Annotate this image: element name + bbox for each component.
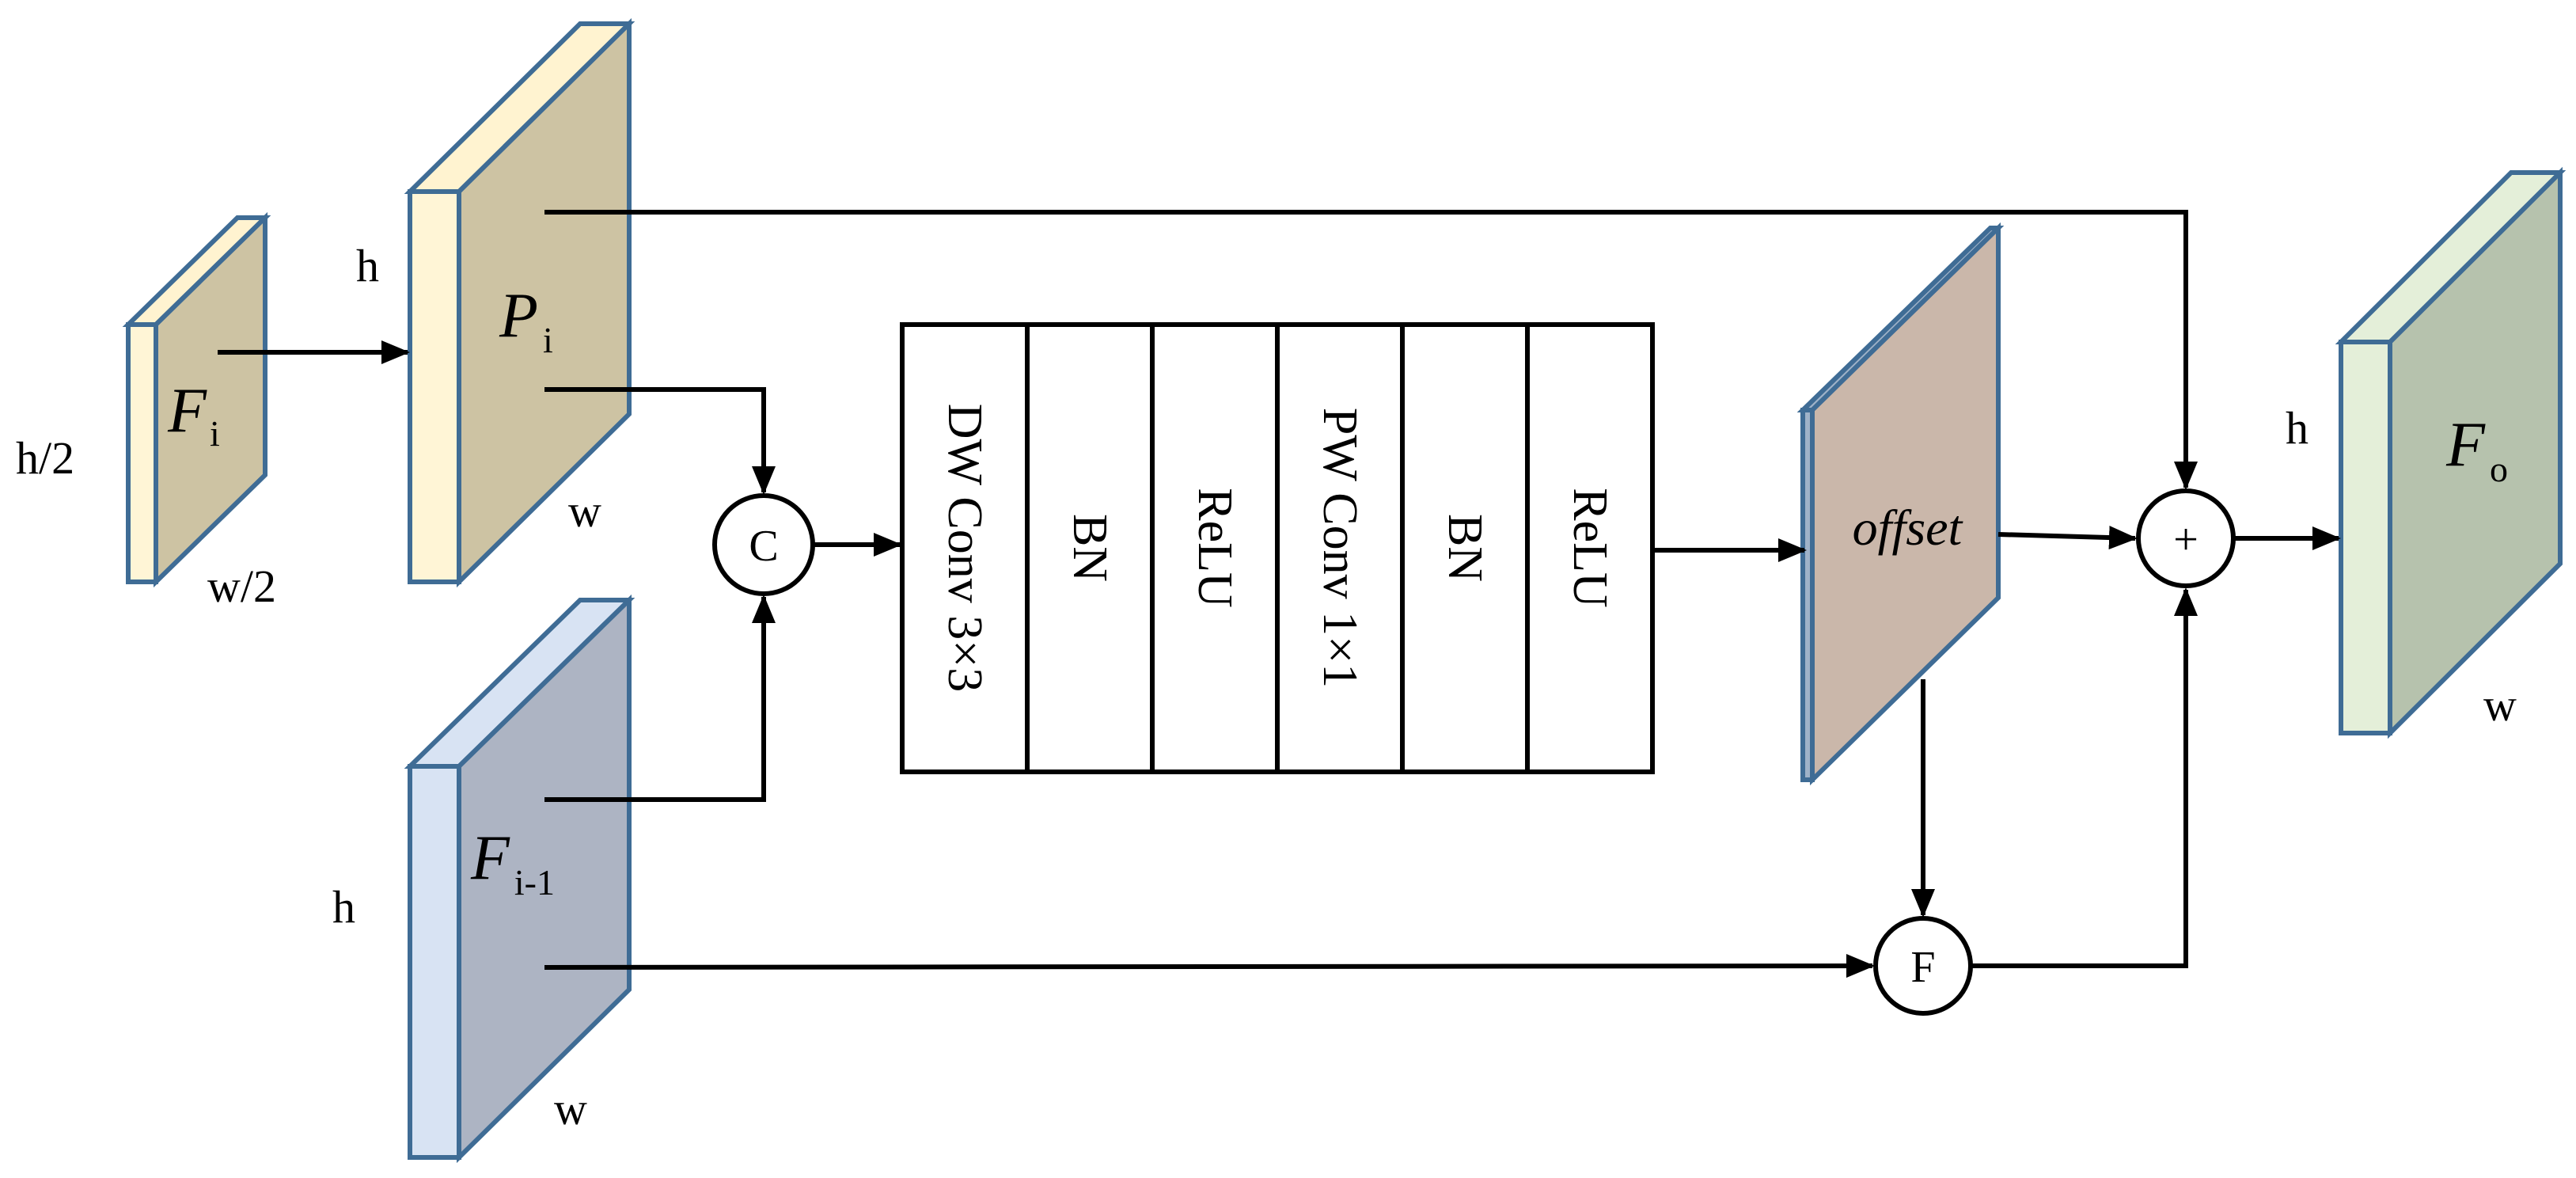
- fuse-symbol: F: [1910, 943, 1935, 992]
- tensor-offset: offset: [1796, 222, 2005, 786]
- tensor-fi-label: Fi: [167, 376, 220, 454]
- edge-fim1-to-concat: [544, 595, 776, 802]
- block-relu-1: ReLU: [1188, 488, 1242, 608]
- tensor-offset-label: offset: [1853, 500, 1964, 556]
- tensor-pi-front: [408, 189, 461, 584]
- tensor-offset-side: [1810, 222, 2001, 786]
- tensor-pi-width-label: w: [568, 485, 601, 537]
- block-dw-conv: DW Conv 3×3: [938, 404, 992, 693]
- edge-pi-to-concat: [544, 387, 776, 495]
- tensor-fim1-front: [408, 764, 461, 1160]
- block-bn-2: BN: [1438, 514, 1492, 582]
- fuse-node: F: [1873, 916, 1973, 1016]
- edge-pi-skip-to-add: [544, 210, 2198, 490]
- tensor-fo-front: [2339, 340, 2392, 735]
- add-node: +: [2136, 488, 2236, 588]
- tensor-fim1-height-label: h: [332, 881, 355, 933]
- concat-symbol: C: [749, 522, 778, 571]
- tensor-fim1-width-label: w: [554, 1083, 587, 1134]
- edge-fim1-to-fuse: [544, 954, 1875, 978]
- edge-fuse-to-add: [1971, 587, 2198, 968]
- tensor-pi-side: [457, 17, 632, 588]
- edge-offset-to-add: [1997, 526, 2138, 550]
- block-bn-1: BN: [1063, 514, 1117, 582]
- add-symbol: +: [2173, 515, 2199, 564]
- tensor-fi-height-label: h/2: [16, 432, 74, 484]
- tensor-fo-height-label: h: [2286, 402, 2309, 454]
- block-relu-2: ReLU: [1563, 488, 1617, 608]
- connections: [218, 210, 2341, 978]
- tensor-fi-front: [126, 322, 158, 584]
- conv-block-stack: DW Conv 3×3 BN ReLU PW Conv 1×1 BN ReLU: [900, 322, 1655, 774]
- tensor-pi-height-label: h: [356, 240, 379, 291]
- concat-node: C: [712, 493, 815, 596]
- tensor-fo-width-label: w: [2483, 679, 2517, 731]
- tensor-fi-width-label: w/2: [207, 560, 276, 612]
- block-pw-conv: PW Conv 1×1: [1313, 408, 1367, 688]
- tensor-fi: Fi h/2 w/2: [16, 211, 276, 612]
